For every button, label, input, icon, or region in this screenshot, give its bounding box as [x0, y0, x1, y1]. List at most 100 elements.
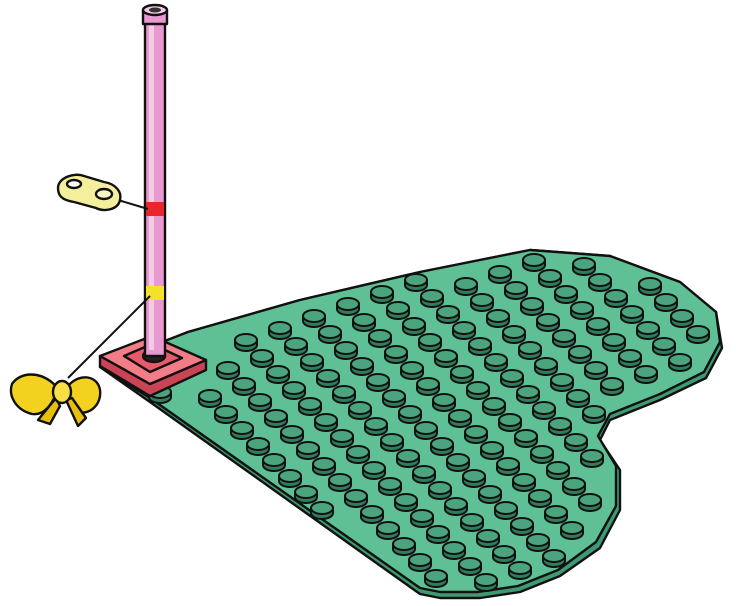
baseplate-stud [573, 258, 595, 275]
stud-top [351, 358, 373, 370]
stud-top [235, 334, 257, 346]
stud-top [413, 466, 435, 478]
stud-top [371, 286, 393, 298]
stud-top [555, 286, 577, 298]
stud-top [637, 322, 659, 334]
stud-top [397, 450, 419, 462]
stud-top [419, 334, 441, 346]
stud-top [401, 362, 423, 374]
stud-top [379, 478, 401, 490]
stud-top [533, 402, 555, 414]
stud-top [329, 474, 351, 486]
baseplate-stud [523, 254, 545, 271]
stud-top [435, 350, 457, 362]
stud-top [247, 438, 269, 450]
stud-top [547, 462, 569, 474]
baseplate-stud [553, 330, 575, 347]
heart-baseplate [100, 250, 722, 598]
baseplate-stud [279, 470, 301, 487]
stud-top [431, 438, 453, 450]
stud-top [517, 386, 539, 398]
stud-top [417, 378, 439, 390]
baseplate-stud [437, 306, 459, 323]
clip-hole [67, 180, 81, 188]
stud-top [583, 406, 605, 418]
baseplate-stud [383, 390, 405, 407]
baseplate-stud [535, 358, 557, 375]
bow-piece [11, 375, 100, 427]
stud-top [285, 338, 307, 350]
baseplate-stud [621, 306, 643, 323]
stud-top [485, 354, 507, 366]
stud-top [215, 406, 237, 418]
stud-top [383, 390, 405, 402]
stud-top [529, 490, 551, 502]
baseplate-stud [453, 322, 475, 339]
stud-top [571, 302, 593, 314]
baseplate-stud [267, 366, 289, 383]
baseplate-stud [481, 442, 503, 459]
stud-top [317, 370, 339, 382]
baseplate-stud [295, 486, 317, 503]
stud-top [333, 386, 355, 398]
baseplate-stud [461, 514, 483, 531]
baseplate-stud [447, 454, 469, 471]
stud-top [603, 334, 625, 346]
stud-top [565, 434, 587, 446]
stud-top [301, 354, 323, 366]
baseplate-stud [397, 450, 419, 467]
baseplate-stud [497, 458, 519, 475]
baseplate-stud [247, 438, 269, 455]
baseplate-stud [347, 446, 369, 463]
baseplate-stud [501, 370, 523, 387]
clip-callout-line [118, 200, 148, 209]
baseplate-stud [427, 526, 449, 543]
pole-shaft [145, 20, 165, 356]
stud-top [415, 422, 437, 434]
baseplate-stud [487, 310, 509, 327]
stud-top [503, 326, 525, 338]
stud-top [385, 346, 407, 358]
stud-top [567, 390, 589, 402]
baseplate-stud [483, 398, 505, 415]
baseplate-stud [509, 562, 531, 579]
stud-top [433, 394, 455, 406]
stud-top [199, 390, 221, 402]
stud-top [349, 402, 371, 414]
baseplate-stud [297, 442, 319, 459]
stud-top [527, 534, 549, 546]
stud-top [249, 394, 271, 406]
baseplate-stud [485, 354, 507, 371]
stud-top [515, 430, 537, 442]
baseplate-stud [301, 354, 323, 371]
stud-top [345, 490, 367, 502]
stud-top [585, 362, 607, 374]
baseplate-stud [533, 402, 555, 419]
stud-top [671, 310, 693, 322]
baseplate-stud [443, 542, 465, 559]
stud-top [569, 346, 591, 358]
stud-top [313, 458, 335, 470]
baseplate-stud [585, 362, 607, 379]
baseplate-stud [587, 318, 609, 335]
stud-top [367, 374, 389, 386]
stud-top [365, 418, 387, 430]
stud-top [311, 502, 333, 514]
stud-top [553, 330, 575, 342]
baseplate-stud [561, 522, 583, 539]
stud-top [471, 294, 493, 306]
baseplate-stud [581, 450, 603, 467]
baseplate-stud [463, 470, 485, 487]
stud-top [233, 378, 255, 390]
baseplate-stud [329, 474, 351, 491]
baseplate-stud [527, 534, 549, 551]
stud-top [393, 538, 415, 550]
stud-top [443, 542, 465, 554]
baseplate-stud [425, 570, 447, 587]
pink-pole [143, 5, 167, 356]
stud-top [331, 430, 353, 442]
baseplate-stud [363, 462, 385, 479]
stud-top [521, 298, 543, 310]
stud-top [469, 338, 491, 350]
stud-top [523, 254, 545, 266]
